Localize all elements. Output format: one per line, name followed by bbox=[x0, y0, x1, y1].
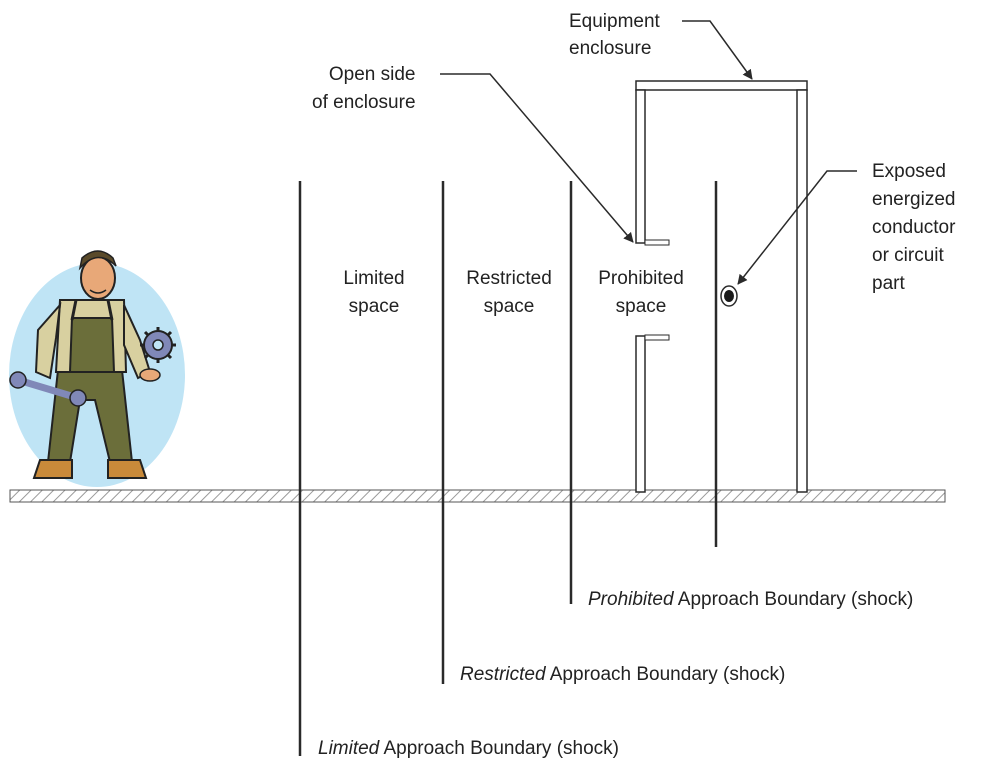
restricted-boundary-name: Restricted bbox=[460, 664, 546, 685]
limited-boundary-suffix: Approach Boundary (shock) bbox=[379, 738, 619, 759]
leader-equipment-enclosure bbox=[682, 21, 752, 79]
equipment-enclosure-label: Equipment enclosure bbox=[569, 8, 660, 62]
prohibited-boundary-label: Prohibited Approach Boundary (shock) bbox=[588, 586, 913, 614]
exposed-part-label: Exposed energized conductor or circuit p… bbox=[872, 158, 955, 298]
prohibited-space-label: Prohibited space bbox=[583, 265, 699, 321]
open-side-label: Open side of enclosure bbox=[312, 61, 416, 117]
limited-boundary-label: Limited Approach Boundary (shock) bbox=[318, 735, 619, 763]
prohibited-boundary-name: Prohibited bbox=[588, 589, 674, 610]
restricted-boundary-label: Restricted Approach Boundary (shock) bbox=[460, 661, 785, 689]
limited-boundary-name: Limited bbox=[318, 738, 379, 759]
restricted-space-label: Restricted space bbox=[451, 265, 567, 321]
worker-illustration bbox=[9, 251, 185, 487]
exposed-energized-part bbox=[721, 286, 737, 306]
leader-open-side bbox=[440, 74, 633, 242]
limited-space-label: Limited space bbox=[322, 265, 426, 321]
prohibited-boundary-suffix: Approach Boundary (shock) bbox=[674, 589, 914, 610]
restricted-boundary-suffix: Approach Boundary (shock) bbox=[546, 664, 786, 685]
